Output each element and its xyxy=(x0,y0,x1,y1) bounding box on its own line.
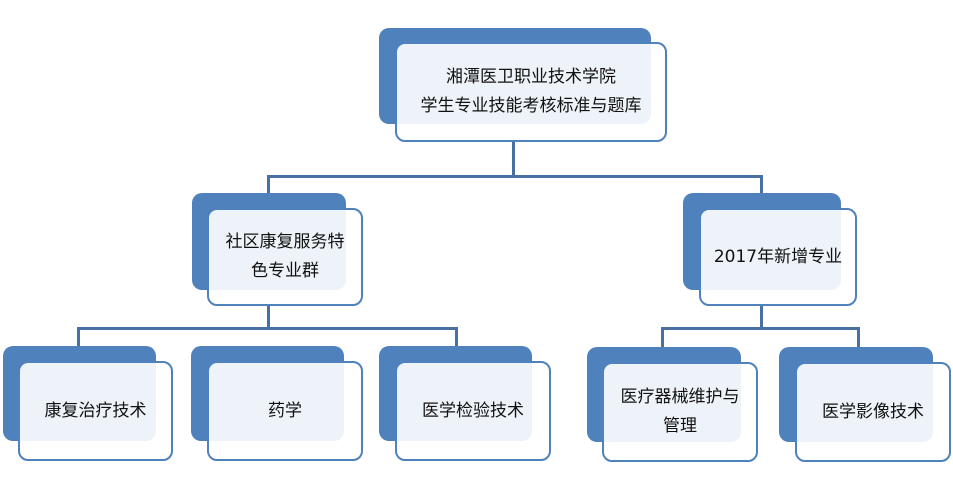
leaf-label: 医学影像技术 xyxy=(822,401,924,422)
connector xyxy=(857,327,860,347)
root-title-line1: 湘潭医卫职业技术学院 xyxy=(446,67,616,87)
connector xyxy=(77,327,80,347)
root-title-line2: 学生专业技能考核标准与题库 xyxy=(420,96,642,116)
leaf-node[interactable]: 医学检验技术 xyxy=(395,361,551,461)
leaf-label: 康复治疗技术 xyxy=(44,400,147,421)
connector xyxy=(77,327,458,330)
group-node-community-rehab[interactable]: 社区康复服务特色专业群 xyxy=(207,208,363,306)
leaf-node[interactable]: 药学 xyxy=(207,361,363,461)
connector xyxy=(267,304,270,330)
connector xyxy=(455,327,458,347)
leaf-label: 医学检验技术 xyxy=(422,400,524,421)
connector xyxy=(267,175,270,195)
leaf-label: 药学 xyxy=(268,400,302,421)
group-node-2017-new[interactable]: 2017年新增专业 xyxy=(699,208,857,306)
connector xyxy=(760,304,763,330)
leaf-node[interactable]: 医学影像技术 xyxy=(795,362,951,462)
connector xyxy=(661,327,664,347)
connector xyxy=(661,327,860,330)
leaf-node[interactable]: 医疗器械维护与管理 xyxy=(602,362,758,462)
root-node[interactable]: 湘潭医卫职业技术学院 学生专业技能考核标准与题库 xyxy=(395,42,667,142)
group-label: 2017年新增专业 xyxy=(713,246,843,267)
connector xyxy=(760,175,763,195)
leaf-label: 医疗器械维护与管理 xyxy=(620,387,740,436)
connector xyxy=(267,175,763,178)
group-label: 社区康复服务特色专业群 xyxy=(225,232,345,281)
connector xyxy=(512,142,515,178)
leaf-node[interactable]: 康复治疗技术 xyxy=(18,361,173,461)
